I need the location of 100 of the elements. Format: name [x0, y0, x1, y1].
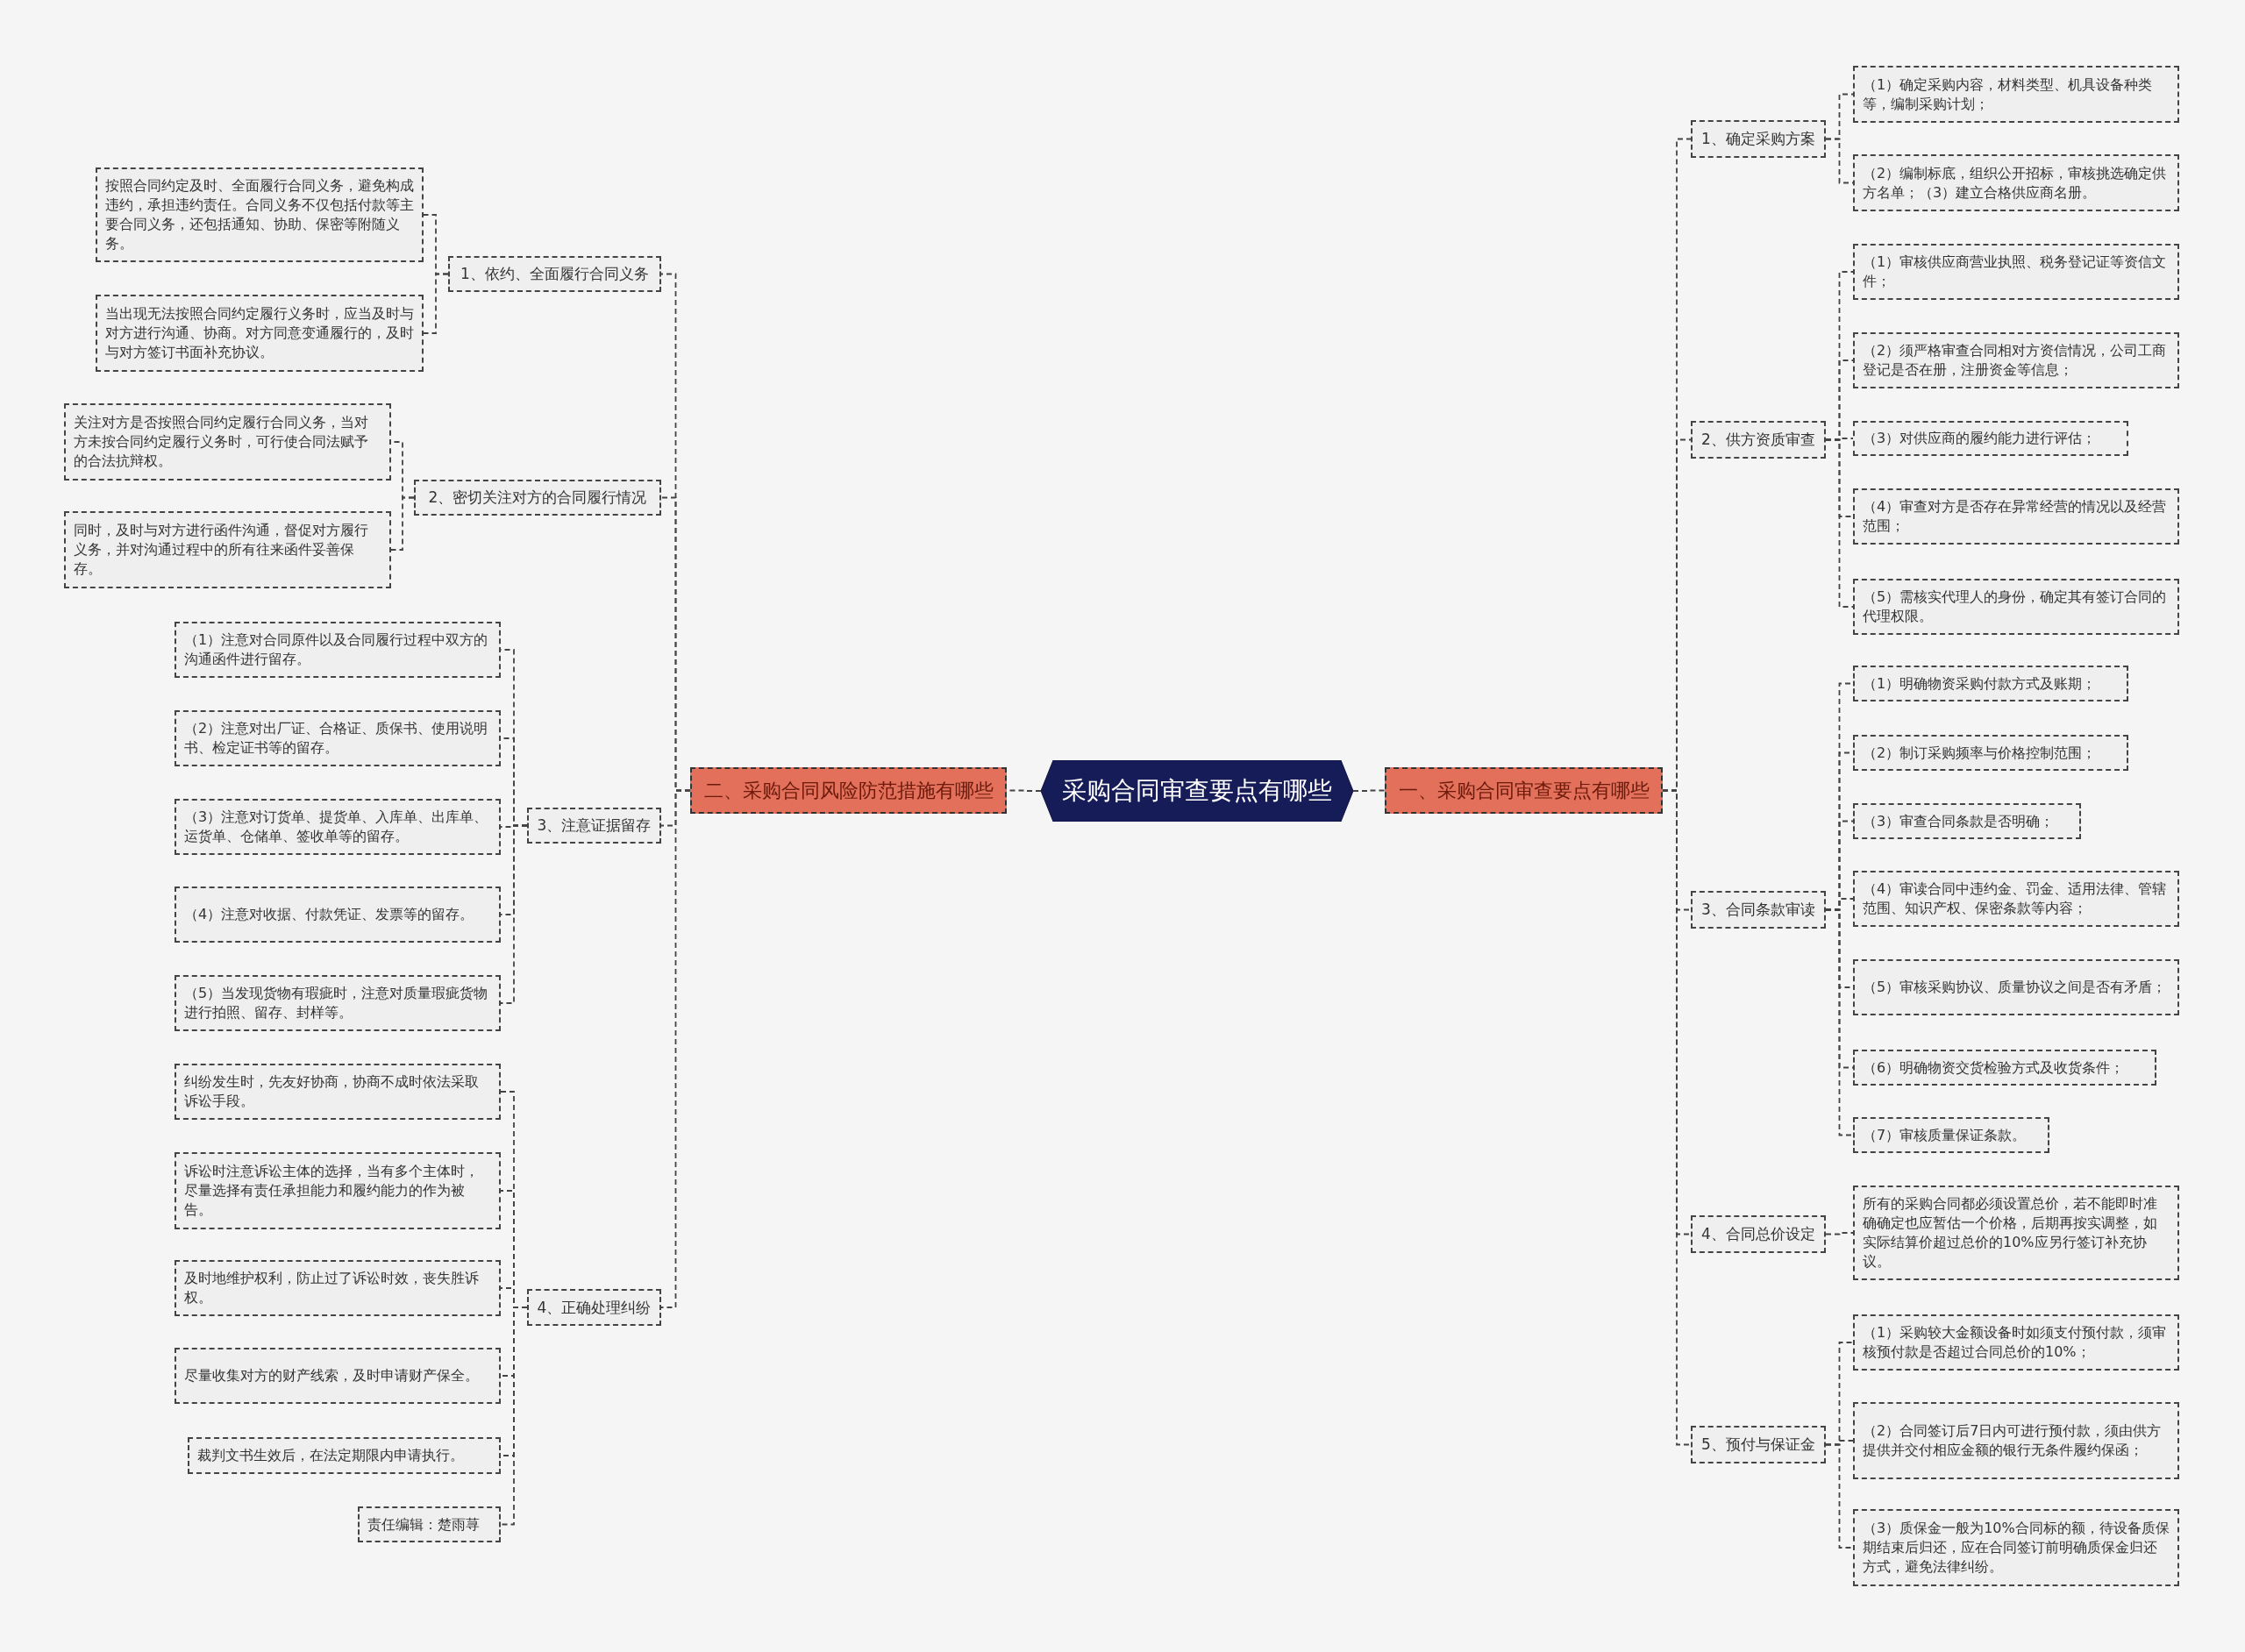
detail-box	[175, 799, 501, 855]
subtopic-box	[527, 1289, 661, 1326]
detail-box	[1853, 488, 2179, 545]
topic-text: （1）确定采购内容，材料类型、机具设备种类等，编制采购计划；	[1863, 75, 2154, 114]
topic-text: 关注对方是否按照合同约定履行合同义务，当对方未按合同约定履行义务时，可行使合同法赋予的合法抗辩权。	[74, 413, 369, 471]
topic-text: 所有的采购合同都必须设置总价，若不能即时准确确定也应暂估一个价格，后期再按实调整，如实际结算价超过总价的10%应另行签订补充协议。	[1863, 1194, 2158, 1271]
topic-text: 二、采购合同风险防范措施有哪些	[703, 778, 994, 803]
detail-box	[1853, 244, 2179, 300]
subtopic-box	[1691, 421, 1826, 459]
detail-box	[1853, 66, 2179, 123]
topic-text: （5）当发现货物有瑕疵时，注意对质量瑕疵货物进行拍照、留存、封样等。	[184, 984, 489, 1022]
topic-text: 同时，及时与对方进行函件沟通，督促对方履行义务，并对沟通过程中的所有往来函件妥善保存。	[74, 521, 369, 579]
connector	[1662, 789, 1692, 1446]
topic-text: 诉讼时注意诉讼主体的选择，当有多个主体时，尽量选择有责任承担能力和履约能力的作为被告。	[184, 1162, 480, 1220]
connector	[1825, 438, 1854, 608]
topic-text: （2）合同签订后7日内可进行预付款，须由供方提供并交付相应金额的银行无条件履约保函；	[1863, 1421, 2163, 1460]
connector	[390, 496, 415, 551]
connector	[1825, 908, 1854, 1136]
detail-box	[1853, 1509, 2179, 1586]
branch-topic	[690, 767, 1007, 814]
connector	[500, 1307, 528, 1526]
subtopic-box	[1691, 1426, 1826, 1463]
topic-text: （5）审核采购协议、质量协议之间是否有矛盾；	[1863, 978, 2167, 997]
subtopic-box	[1691, 891, 1826, 929]
detail-box	[188, 1437, 501, 1474]
topic-text: （2）须严格审查合同相对方资信情况，公司工商登记是否在册，注册资金等信息；	[1863, 341, 2168, 380]
subtopic-box	[448, 256, 661, 292]
detail-box	[175, 1152, 501, 1229]
topic-text: （1）明确物资采购付款方式及账期；	[1863, 673, 2097, 694]
branch-topic	[1385, 767, 1663, 814]
topic-text: 纠纷发生时，先友好协商，协商不成时依法采取诉讼手段。	[184, 1072, 480, 1111]
topic-text: （2）编制标底，组织公开招标，审核挑选确定供方名单；（3）建立合格供应商名册。	[1863, 163, 2168, 203]
detail-box	[1853, 1117, 2049, 1153]
detail-box	[64, 403, 391, 481]
topic-text: 责任编辑：楚雨荨	[367, 1514, 480, 1535]
topic-text: （3）对供应商的履约能力进行评估；	[1863, 429, 2097, 448]
detail-box	[96, 295, 424, 372]
detail-box	[1853, 579, 2179, 635]
detail-box	[1853, 1314, 2179, 1371]
detail-box	[96, 167, 424, 262]
topic-text: （2）注意对出厂证、合格证、质保书、使用说明书、检定证书等的留存。	[184, 719, 489, 758]
topic-text: （1）采购较大金额设备时如须支付预付款，须审核预付款是否超过合同总价的10%；	[1863, 1323, 2168, 1362]
topic-text: （3）质保金一般为10%合同标的额，待设备质保期结束后归还，应在合同签订前明确质保金归还方式，避免法律纠纷。	[1863, 1519, 2170, 1577]
connector	[500, 824, 528, 1004]
topic-text: 4、合同总价设定	[1701, 1224, 1815, 1244]
topic-text: 按照合同约定及时、全面履行合同义务，避免构成违约，承担违约责任。合同义务不仅包括付款等主要合同义务，还包括通知、协助、保密等附随义务。	[105, 176, 414, 253]
detail-box	[175, 710, 501, 766]
subtopic-box	[527, 808, 661, 844]
detail-box	[175, 1348, 501, 1404]
subtopic-box	[1691, 1215, 1826, 1253]
detail-box	[1853, 421, 2128, 456]
detail-box	[64, 511, 391, 588]
topic-text: 及时地维护权利，防止过了诉讼时效，丧失胜诉权。	[184, 1269, 480, 1307]
topic-text: 5、预付与保证金	[1701, 1435, 1815, 1455]
topic-text: 1、依约、全面履行合同义务	[460, 264, 649, 284]
topic-text: （2）制订采购频率与价格控制范围；	[1863, 743, 2097, 763]
topic-text: （7）审核质量保证条款。	[1863, 1125, 2027, 1145]
detail-box	[175, 887, 501, 943]
topic-text: 尽量收集对方的财产线索，及时申请财产保全。	[184, 1366, 479, 1385]
detail-box	[1853, 1186, 2179, 1280]
topic-text: （3）注意对订货单、提货单、入库单、出库单、运货单、仓储单、签收单等的留存。	[184, 808, 489, 846]
topic-text: （4）审读合同中违约金、罚金、适用法律、管辖范围、知识产权、保密条款等内容；	[1863, 879, 2168, 918]
detail-box	[1853, 803, 2081, 839]
connector	[1825, 1232, 1854, 1235]
topic-text: 3、合同条款审读	[1701, 900, 1815, 920]
detail-box	[1853, 959, 2179, 1015]
topic-text: 一、采购合同审查要点有哪些	[1398, 778, 1650, 803]
topic-text: （5）需核实代理人的身份，确定其有签订合同的代理权限。	[1863, 587, 2168, 626]
detail-box	[1853, 735, 2128, 771]
detail-box	[175, 622, 501, 678]
topic-text: （6）明确物资交货检验方式及收货条件；	[1863, 1057, 2125, 1078]
central-topic	[1041, 760, 1353, 822]
topic-text: 裁判文书生效后，在法定期限内申请执行。	[197, 1446, 464, 1465]
detail-box	[1853, 1402, 2179, 1479]
detail-box	[175, 975, 501, 1031]
detail-box	[1853, 871, 2179, 927]
topic-text: 3、注意证据留存	[537, 815, 652, 836]
subtopic-box	[414, 480, 661, 516]
topic-text: （4）审查对方是否存在异常经营的情况以及经营范围；	[1863, 497, 2168, 536]
topic-text: （3）审查合同条款是否明确；	[1863, 811, 2055, 831]
detail-box	[1853, 666, 2128, 701]
topic-text: （1）审核供应商营业执照、税务登记证等资信文件；	[1863, 253, 2168, 291]
connector	[1352, 789, 1386, 792]
topic-text: 当出现无法按照合同约定履行义务时，应当及时与对方进行沟通、协商。对方同意变通履行的，及时与对方签订书面补充协议。	[105, 304, 414, 362]
topic-text: 1、确定采购方案	[1701, 129, 1815, 149]
topic-text: 2、供方资质审查	[1701, 430, 1815, 450]
subtopic-box	[1691, 120, 1826, 158]
detail-box	[358, 1506, 501, 1542]
topic-text: 2、密切关注对方的合同履行情况	[428, 488, 647, 508]
detail-box	[1853, 332, 2179, 388]
detail-box	[1853, 154, 2179, 211]
topic-text: 4、正确处理纠纷	[537, 1297, 652, 1318]
topic-text: （1）注意对合同原件以及合同履行过程中双方的沟通函件进行留存。	[184, 630, 489, 669]
detail-box	[175, 1064, 501, 1120]
detail-box	[1853, 1050, 2156, 1086]
detail-box	[175, 1260, 501, 1316]
topic-text: 采购合同审查要点有哪些	[1062, 775, 1332, 807]
connector	[423, 273, 449, 334]
connector	[660, 789, 691, 1308]
connector	[1825, 1443, 1854, 1549]
